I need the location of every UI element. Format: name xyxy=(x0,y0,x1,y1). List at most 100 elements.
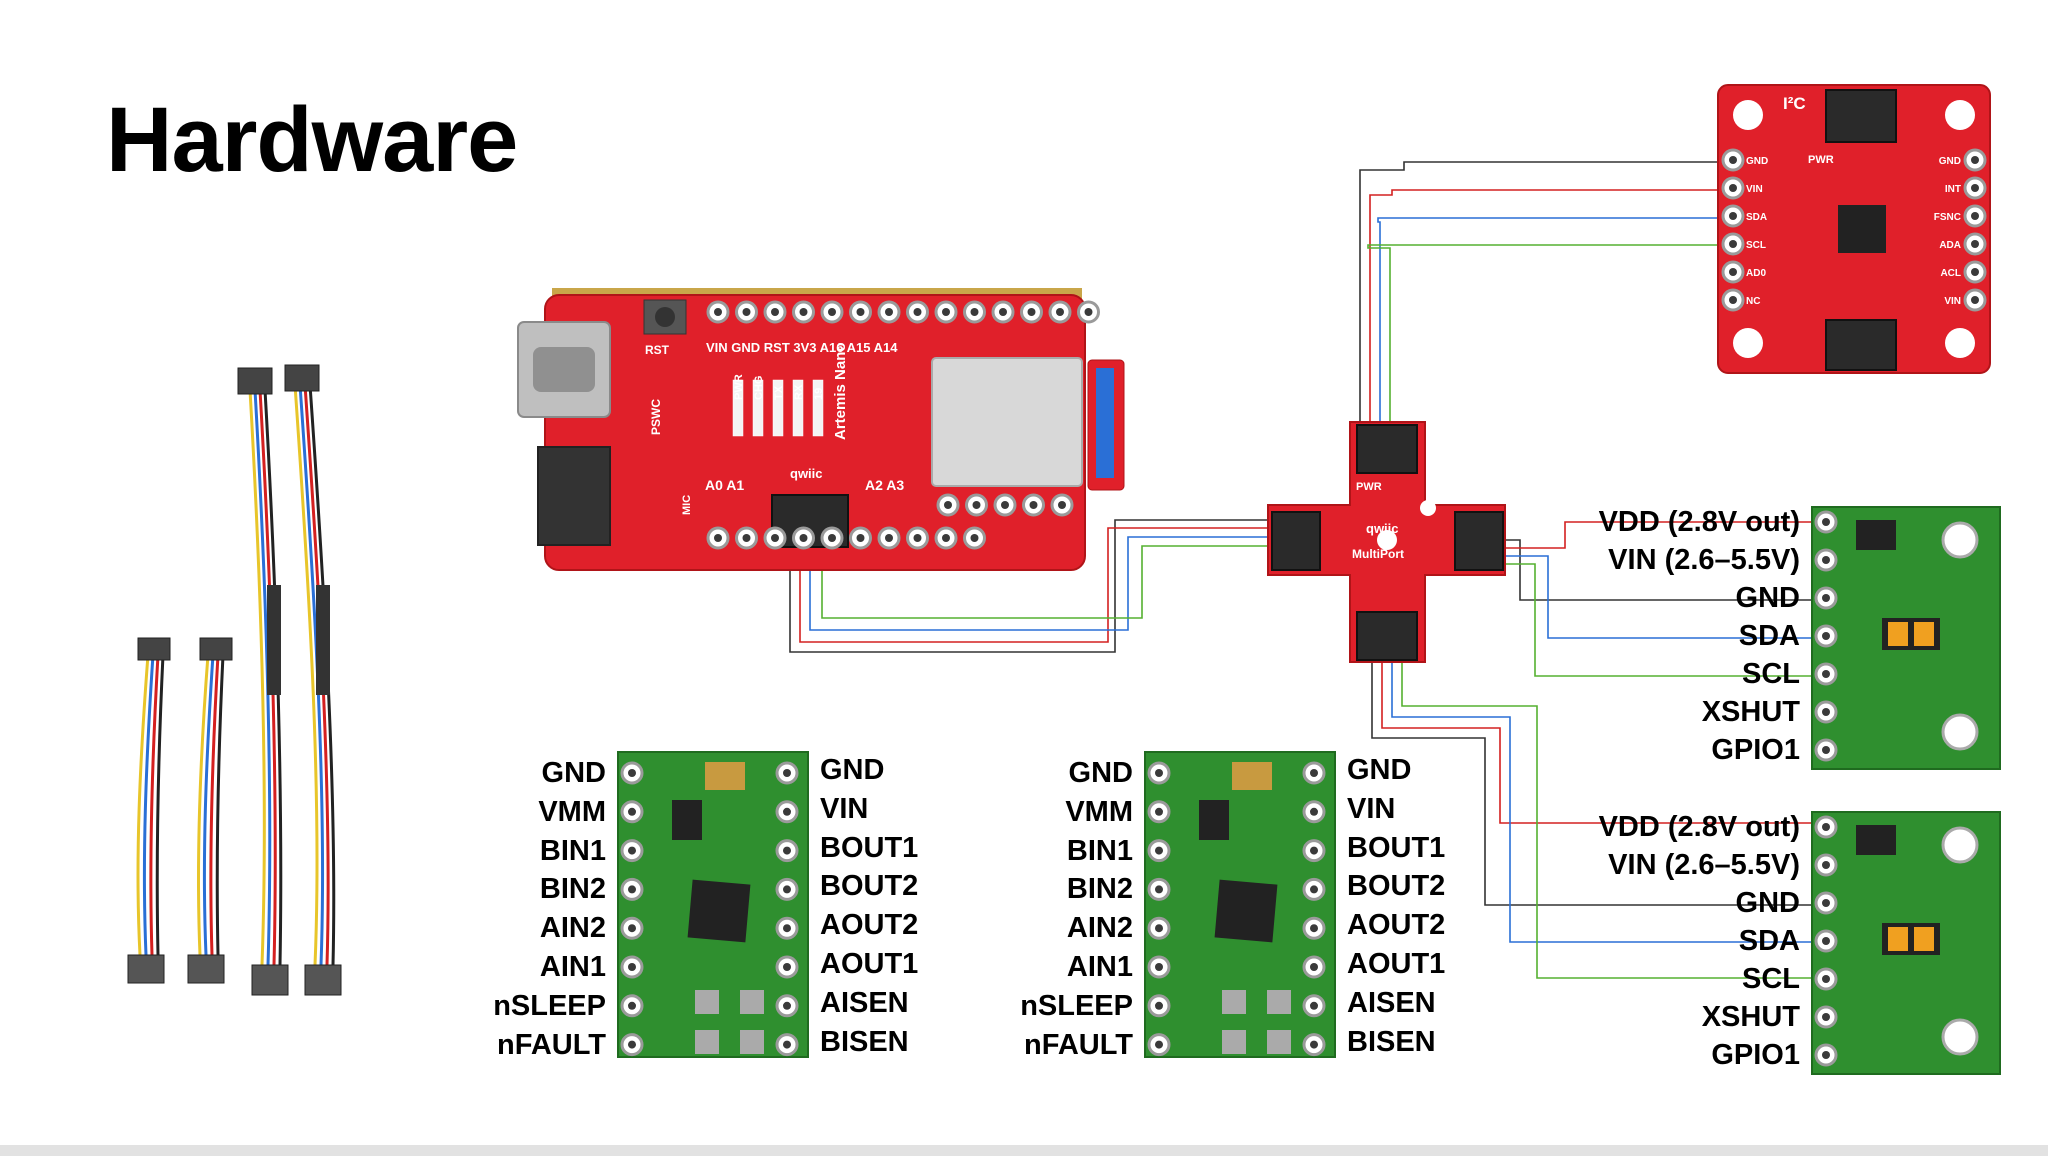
tof-pad xyxy=(1814,853,1838,877)
motor-driver-left-pin-label: nFAULT xyxy=(497,1028,606,1061)
imu-silk-i2c: I²C xyxy=(1783,94,1806,113)
motor-driver-pad xyxy=(1147,955,1171,979)
motor-driver-pad xyxy=(775,994,799,1018)
qwiic-cable-long-2 xyxy=(284,364,342,996)
motor-driver-pad xyxy=(620,877,644,901)
artemis-top-header xyxy=(706,300,1100,324)
imu-chip xyxy=(1838,205,1886,253)
imu-pad xyxy=(1963,260,1987,284)
imu-silk-pwr: PWR xyxy=(1808,154,1834,166)
artemis-led-label: CHG xyxy=(753,376,765,400)
motor-driver-pad xyxy=(775,955,799,979)
tof-pin-label: VIN (2.6–5.5V) xyxy=(1608,544,1800,576)
tof-pin-label: GND xyxy=(1735,582,1800,614)
motor-driver-left-pin-label: BIN2 xyxy=(1066,873,1133,906)
header-pin xyxy=(934,526,958,550)
imu-left-pin-label: SDA xyxy=(1746,212,1767,223)
artemis-bottom-header xyxy=(706,493,1074,550)
motor-driver-pad xyxy=(1302,839,1326,863)
artemis-led-label: RX xyxy=(793,384,805,400)
header-pin xyxy=(763,300,787,324)
imu-left-pin-label: AD0 xyxy=(1746,268,1766,279)
wire-tof2-sda xyxy=(1391,660,1826,943)
tof-pad xyxy=(1814,510,1838,534)
motor-driver-left-pin-label: AIN2 xyxy=(539,912,606,945)
multiport-silk-pwr: PWR xyxy=(1356,481,1382,493)
header-pin xyxy=(763,526,787,550)
tof-pad xyxy=(1814,891,1838,915)
wire-tof2-vin xyxy=(1381,660,1826,824)
artemis-silk-name: Artemis Nano xyxy=(832,342,849,440)
slide-title: Hardware xyxy=(106,89,518,191)
imu-pad xyxy=(1721,176,1745,200)
motor-driver-left-pin-label: BIN1 xyxy=(1066,834,1133,867)
header-pin xyxy=(1022,493,1045,517)
slide-bottom-border xyxy=(0,1145,2048,1156)
motor-driver-right-pin-label: AISEN xyxy=(820,986,909,1019)
wiring xyxy=(789,161,1826,979)
imu-left-pin-label: SCL xyxy=(1746,240,1766,251)
artemis-nano-board: VIN GND RST 3V3 A16 A15 A14 RST PSWC MIC… xyxy=(517,288,1125,571)
imu-right-pin-label: VIN xyxy=(1944,296,1961,307)
motor-driver-right-pin-label: AOUT2 xyxy=(820,909,919,942)
motor-driver-pad xyxy=(1147,839,1171,863)
imu-pad xyxy=(1721,148,1745,172)
motor-driver-pad xyxy=(620,1033,644,1057)
tof-pin-label: SDA xyxy=(1738,925,1800,957)
motor-driver-pad xyxy=(775,877,799,901)
motor-driver-right-pin-label: VIN xyxy=(820,792,869,825)
tof-pad xyxy=(1814,548,1838,572)
motor-driver-left-pin-label: GND xyxy=(1068,757,1133,789)
motor-driver-pad xyxy=(775,916,799,940)
imu-pad xyxy=(1721,204,1745,228)
motor-driver-right-pin-label: BISEN xyxy=(820,1025,909,1058)
imu-qwiic-top xyxy=(1825,89,1897,143)
header-pin xyxy=(934,300,958,324)
tof-pin-label: VIN (2.6–5.5V) xyxy=(1608,849,1800,881)
imu-pad xyxy=(1721,260,1745,284)
header-pin xyxy=(1050,493,1074,517)
motor-driver-pad xyxy=(1147,877,1171,901)
tof-pin-label: GND xyxy=(1735,887,1800,919)
wire-scl xyxy=(821,545,1270,619)
header-pin xyxy=(1020,300,1043,324)
imu-pad xyxy=(1721,288,1745,312)
tof-pad xyxy=(1814,815,1838,839)
motor-driver-left-pin-label: nFAULT xyxy=(1024,1028,1133,1061)
motor-driver-left-pin-label: AIN1 xyxy=(1066,951,1133,983)
motor-driver-pad xyxy=(1147,1033,1171,1057)
header-pin xyxy=(792,300,815,324)
artemis-silk-pswc: PSWC xyxy=(649,399,663,435)
wire-tof1-sda xyxy=(1505,555,1826,639)
tof-pad xyxy=(1814,586,1838,610)
wire-tof2-gnd xyxy=(1371,660,1826,906)
motor-driver-right-pin-label: AOUT2 xyxy=(1347,909,1446,942)
motor-driver-pad xyxy=(620,916,644,940)
motor-driver-right-pin-label: GND xyxy=(820,754,885,786)
motor-driver-right-pin-label: BOUT2 xyxy=(1347,870,1446,903)
artemis-silk-a2a3: A2 A3 xyxy=(865,477,904,493)
tof-pad xyxy=(1814,624,1838,648)
motor-driver-pad xyxy=(1302,916,1326,940)
tof-pin-label: SCL xyxy=(1742,963,1800,995)
multiport-silk-qwiic: qwiic xyxy=(1366,521,1399,536)
tof-pad xyxy=(1814,1043,1838,1067)
motor-driver-left-pin-label: AIN1 xyxy=(539,951,606,983)
imu-pad xyxy=(1963,148,1987,172)
tof-sensor-1-board xyxy=(1811,506,2001,770)
motor-driver-right-pin-label: AOUT1 xyxy=(820,948,919,980)
imu-right-pin-label: FSNC xyxy=(1934,212,1961,223)
multiport-qwiic-right xyxy=(1454,511,1504,571)
header-pin xyxy=(849,526,872,550)
artemis-silk-mic: MIC xyxy=(681,495,693,515)
motor-driver-right-pin-label: BISEN xyxy=(1347,1025,1436,1058)
battery-connector xyxy=(537,446,611,546)
header-pin xyxy=(963,526,986,550)
wire-tof1-scl xyxy=(1505,563,1826,677)
motor-driver-left-pin-label: VMM xyxy=(538,795,606,828)
motor-driver-pad xyxy=(1302,877,1326,901)
motor-driver-pad xyxy=(620,839,644,863)
header-pin xyxy=(849,300,872,324)
tof-pad xyxy=(1814,1005,1838,1029)
